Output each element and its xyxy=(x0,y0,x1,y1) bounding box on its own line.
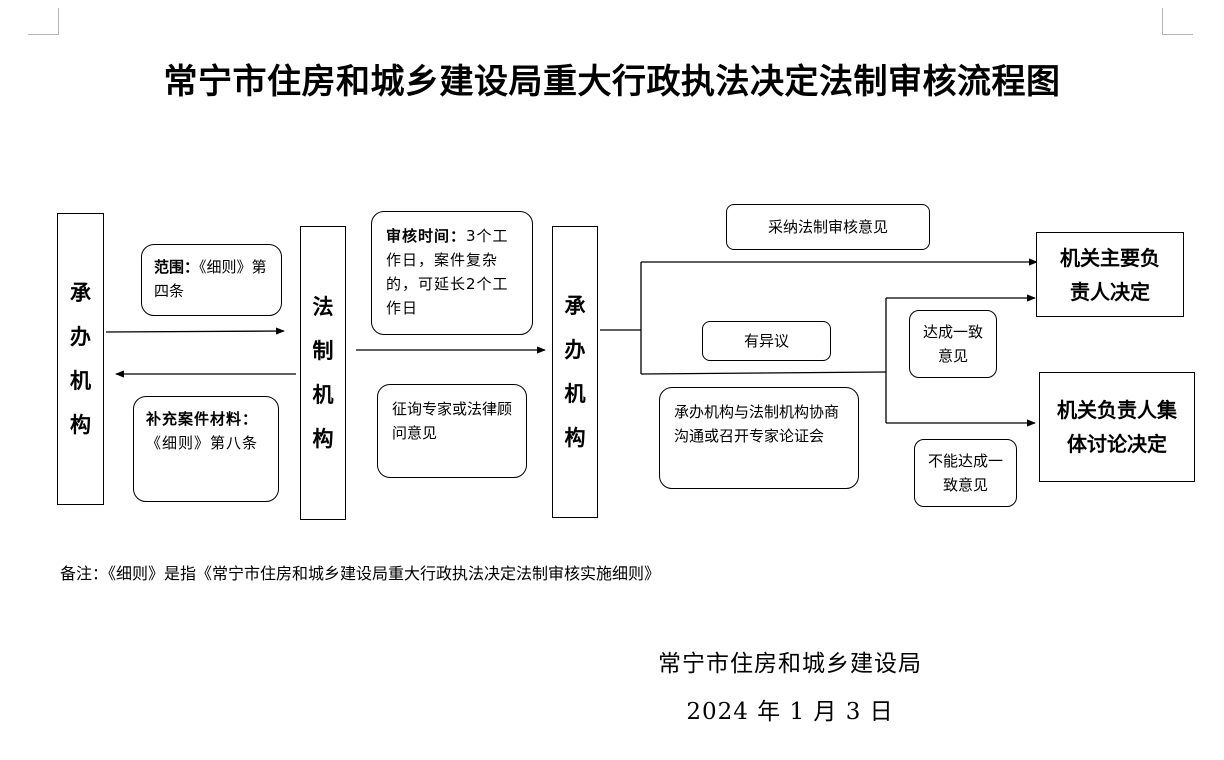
scope-note: 范围：《细则》第四条 xyxy=(141,244,282,316)
collective-decision-text: 机关负责人集体讨论决定 xyxy=(1057,398,1177,456)
negotiate-note: 承办机构与法制机构协商沟通或召开专家论证会 xyxy=(659,387,859,489)
disagree-note: 不能达成一致意见 xyxy=(914,439,1017,507)
objection-text: 有异议 xyxy=(743,332,789,350)
handler-right-char: 构 xyxy=(564,426,586,450)
handler-right-char: 机 xyxy=(564,382,586,406)
review-time-label: 审核时间： xyxy=(386,227,467,245)
legal-char: 机 xyxy=(312,383,334,407)
crop-mark-top-left xyxy=(28,8,59,35)
scope-text: 《细则》第四条 xyxy=(154,258,267,300)
disagree-text: 不能达成一致意见 xyxy=(927,452,1003,494)
legal-char: 制 xyxy=(312,339,334,363)
handler-column-left: 承 办 机 构 xyxy=(57,213,104,505)
adopt-text: 采纳法制审核意见 xyxy=(767,218,888,236)
legal-char: 法 xyxy=(312,295,334,319)
collective-decision-box: 机关负责人集体讨论决定 xyxy=(1039,372,1195,482)
consult-text: 征询专家或法律顾问意见 xyxy=(392,400,513,442)
consult-note: 征询专家或法律顾问意见 xyxy=(377,384,527,478)
principal-decision-box: 机关主要负责人决定 xyxy=(1036,232,1184,317)
crop-mark-top-right xyxy=(1162,8,1193,35)
adopt-note: 采纳法制审核意见 xyxy=(726,204,930,250)
handler-left-char: 构 xyxy=(70,413,91,437)
agree-note: 达成一致意见 xyxy=(909,310,997,378)
objection-note: 有异议 xyxy=(702,321,831,361)
remark-note: 备注：《细则》是指《常宁市住房和城乡建设局重大行政执法决定法制审核实施细则》 xyxy=(60,564,661,583)
signature-org: 常宁市住房和城乡建设局 xyxy=(658,651,922,677)
supplement-label: 补充案件材料： xyxy=(146,410,259,428)
handler-right-char: 承 xyxy=(564,294,586,318)
handler-column-right: 承 办 机 构 xyxy=(552,226,598,518)
handler-left-char: 承 xyxy=(70,281,91,305)
arrow-handler-to-legal xyxy=(105,327,285,335)
legal-char: 构 xyxy=(312,427,334,451)
supplement-note: 补充案件材料： 《细则》第八条 xyxy=(133,396,279,502)
handler-right-char: 办 xyxy=(564,338,586,362)
agree-text: 达成一致意见 xyxy=(922,323,983,365)
principal-decision-text: 机关主要负责人决定 xyxy=(1060,245,1160,304)
review-time-note: 审核时间：3个工作日，案件复杂的，可延长2个工作日 xyxy=(371,211,533,335)
connector-objection xyxy=(640,371,887,375)
page-title: 常宁市住房和城乡建设局重大行政执法决定法制审核流程图 xyxy=(163,62,1061,102)
scope-label: 范围： xyxy=(154,258,200,276)
negotiate-text: 承办机构与法制机构协商沟通或召开专家论证会 xyxy=(674,403,840,445)
legal-column: 法 制 机 构 xyxy=(300,226,346,520)
signature-date: 2024 年 1 月 3 日 xyxy=(686,699,894,725)
supplement-text: 《细则》第八条 xyxy=(146,434,259,452)
handler-left-char: 办 xyxy=(70,325,91,349)
review-time-text: 3个工作日，案件复杂的，可延长2个工作日 xyxy=(386,227,509,317)
handler-left-char: 机 xyxy=(70,369,91,393)
